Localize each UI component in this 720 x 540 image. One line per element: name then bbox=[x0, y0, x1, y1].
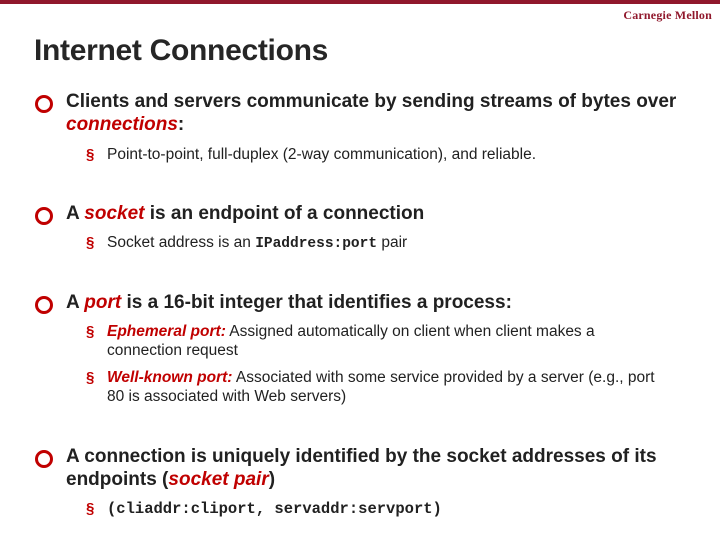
bullet-item-connections: Clients and servers communicate by sendi… bbox=[34, 91, 700, 137]
bullet-text-segment: is an endpoint of a connection bbox=[144, 202, 425, 224]
code-inline: (cliaddr:cliport, servaddr:servport) bbox=[107, 500, 442, 518]
bullet-item-port: A port is a 16-bit integer that identifi… bbox=[34, 292, 700, 315]
bullet-text: A port is a 16-bit integer that identifi… bbox=[66, 292, 512, 315]
sub-term-label: Ephemeral port: bbox=[107, 322, 226, 340]
header: Carnegie Mellon bbox=[0, 4, 720, 22]
highlight-term: socket pair bbox=[168, 469, 269, 491]
top-accent-bar bbox=[0, 0, 720, 4]
sub-bullet-icon: § bbox=[86, 145, 95, 163]
bullet-circle-icon bbox=[35, 206, 53, 225]
sub-bullet-item: § Socket address is an IPaddress:port pa… bbox=[86, 234, 700, 254]
slide-body: Internet Connections Clients and servers… bbox=[0, 34, 720, 519]
bullet-circle-icon bbox=[35, 295, 53, 314]
sub-bullet-item-code: § (cliaddr:cliport, servaddr:servport) bbox=[86, 500, 700, 519]
bullet-text: A connection is uniquely identified by t… bbox=[66, 446, 700, 492]
sub-bullet-icon: § bbox=[86, 234, 95, 252]
bullet-text-segment: A bbox=[66, 291, 85, 313]
highlight-term: port bbox=[84, 291, 122, 313]
sub-bullet-icon: § bbox=[86, 368, 95, 386]
bullet-text-segment: A bbox=[66, 202, 85, 224]
sub-text-segment: Socket address is an bbox=[107, 234, 256, 252]
sub-bullet-icon: § bbox=[86, 500, 95, 517]
highlight-term: connections bbox=[66, 113, 178, 135]
sub-bullet-item-wellknown: § Well-known port: Associated with some … bbox=[86, 369, 700, 407]
bullet-item-socket: A socket is an endpoint of a connection bbox=[34, 203, 700, 226]
sub-bullet-item: § Point-to-point, full-duplex (2-way com… bbox=[86, 146, 700, 165]
brand-wordmark: Carnegie Mellon bbox=[623, 8, 712, 22]
highlight-term: socket bbox=[84, 202, 145, 224]
sub-text-segment: pair bbox=[377, 234, 408, 252]
bullet-circle-icon bbox=[35, 450, 53, 469]
bullet-circle-icon bbox=[35, 95, 53, 113]
sub-text-segment: Associated with some service provided by… bbox=[107, 368, 655, 405]
sub-bullet-text: Socket address is an IPaddress:port pair bbox=[107, 234, 407, 254]
bullet-item-socket-pair: A connection is uniquely identified by t… bbox=[34, 446, 700, 492]
sub-bullet-text: (cliaddr:cliport, servaddr:servport) bbox=[107, 500, 442, 519]
bullet-text-segment: : bbox=[177, 113, 185, 135]
bullet-text-segment: Clients and servers communicate by sendi… bbox=[66, 91, 677, 112]
code-inline: IPaddress:port bbox=[255, 236, 378, 253]
sub-bullet-text: Point-to-point, full-duplex (2-way commu… bbox=[107, 145, 537, 163]
bullet-text-segment: A connection is uniquely identified by t… bbox=[66, 446, 657, 491]
sub-bullet-item-ephemeral: § Ephemeral port: Assigned automatically… bbox=[86, 323, 700, 361]
sub-term-label: Well-known port: bbox=[107, 368, 233, 386]
sub-text-segment: Assigned automatically on client when cl… bbox=[107, 322, 595, 359]
bullet-text: A socket is an endpoint of a connection bbox=[66, 203, 424, 226]
bullet-text-segment: ) bbox=[268, 469, 276, 491]
sub-bullet-icon: § bbox=[86, 322, 95, 340]
slide-title: Internet Connections bbox=[34, 34, 329, 67]
bullet-text: Clients and servers communicate by sendi… bbox=[66, 91, 700, 137]
bullet-text-segment: is a 16-bit integer that identifies a pr… bbox=[121, 291, 512, 313]
sub-bullet-text: Well-known port: Associated with some se… bbox=[107, 369, 667, 407]
sub-bullet-text: Ephemeral port: Assigned automatically o… bbox=[107, 323, 667, 361]
